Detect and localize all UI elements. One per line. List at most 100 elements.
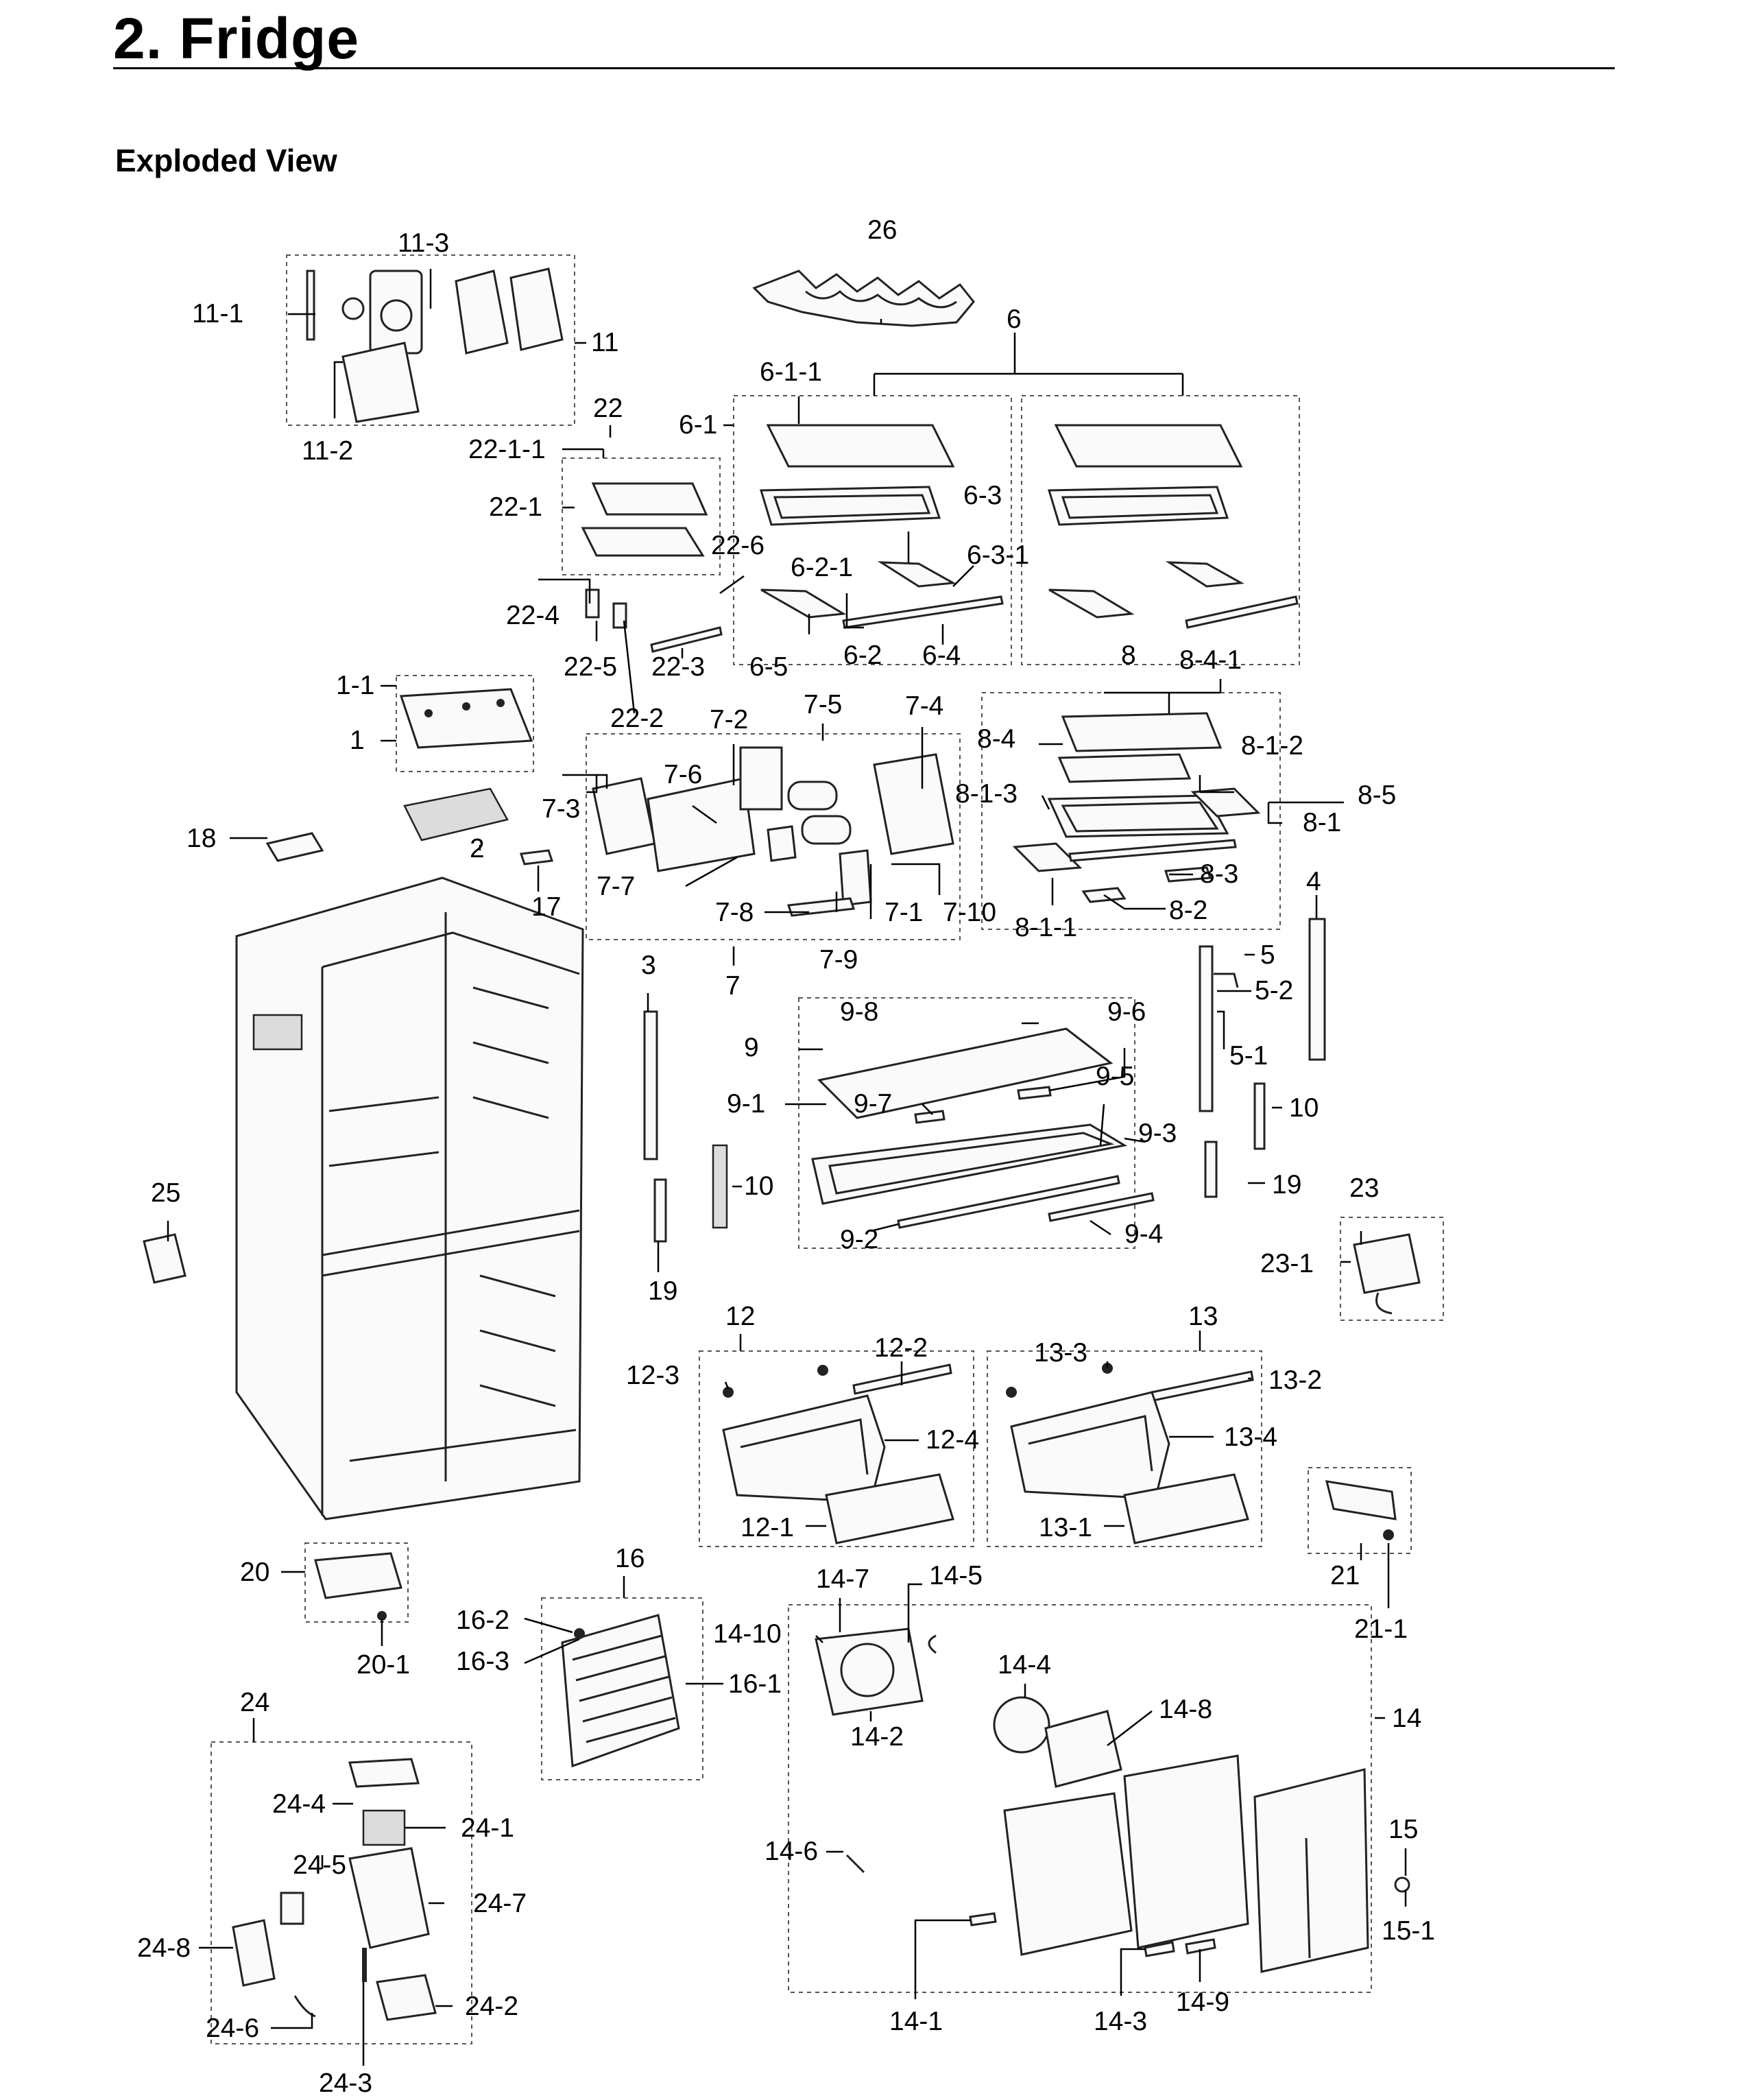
part-1-cover: [399, 688, 533, 749]
label-7-5: 7-5: [804, 690, 842, 719]
label-9: 9: [744, 1033, 759, 1062]
part-2-filter: [403, 787, 509, 842]
label-7-9: 7-9: [819, 945, 858, 975]
label-5: 5: [1260, 940, 1275, 970]
label-14-2: 14-2: [850, 1722, 904, 1752]
label-7-3: 7-3: [542, 794, 580, 824]
label-22-3: 22-3: [651, 652, 705, 682]
label-14-3: 14-3: [1094, 2007, 1147, 2036]
label-8-1-1: 8-1-1: [1015, 913, 1077, 942]
label-6-1-1: 6-1-1: [760, 357, 822, 387]
label-12-1: 12-1: [741, 1513, 794, 1542]
part-4-rail: [1308, 918, 1326, 1061]
label-23: 23: [1349, 1173, 1379, 1203]
label-16-3: 16-3: [456, 1647, 509, 1676]
label-22-5: 22-5: [564, 652, 617, 682]
label-22-2: 22-2: [610, 704, 664, 733]
label-6-5: 6-5: [749, 652, 788, 682]
label-24-7: 24-7: [473, 1889, 527, 1918]
label-7-1: 7-1: [884, 898, 923, 927]
label-24: 24: [240, 1688, 269, 1717]
label-23-1: 23-1: [1260, 1249, 1314, 1278]
part-26-shelf: [752, 270, 975, 327]
label-16-1: 16-1: [728, 1669, 782, 1699]
label-6-2-1: 6-2-1: [791, 553, 853, 582]
label-8-2: 8-2: [1169, 896, 1207, 925]
label-24-8: 24-8: [137, 1933, 191, 1963]
label-24-6: 24-6: [206, 2014, 259, 2043]
label-6: 6: [1007, 305, 1022, 334]
label-8-4: 8-4: [977, 724, 1015, 754]
label-24-3: 24-3: [319, 2068, 372, 2098]
label-14-8: 14-8: [1159, 1695, 1212, 1724]
label-9-6: 9-6: [1107, 997, 1146, 1027]
label-14-1: 14-1: [889, 2007, 943, 2036]
label-5-1: 5-1: [1229, 1041, 1268, 1071]
label-22-1: 22-1: [489, 492, 542, 522]
label-7-4: 7-4: [905, 691, 943, 721]
part-21-bracket: [1325, 1480, 1397, 1540]
label-4: 4: [1306, 867, 1321, 896]
parts: [143, 267, 1421, 2021]
part-23-damper: [1353, 1233, 1421, 1315]
part-13-drawer: [1006, 1363, 1254, 1544]
label-3: 3: [641, 951, 656, 980]
label-21: 21: [1330, 1561, 1360, 1590]
label-22-1-1: 22-1-1: [468, 435, 546, 464]
label-6-3: 6-3: [963, 481, 1002, 510]
label-14-9: 14-9: [1176, 1988, 1229, 2017]
label-7-6: 7-6: [664, 760, 702, 789]
box-21: [1308, 1467, 1412, 1554]
label-14-5: 14-5: [929, 1561, 983, 1590]
part-16-evaporator: [561, 1614, 680, 1768]
label-7-10: 7-10: [943, 898, 996, 927]
label-11-1: 11-1: [192, 299, 243, 329]
label-7: 7: [725, 971, 741, 1001]
label-11-2: 11-2: [302, 436, 353, 466]
box-16: [541, 1597, 703, 1780]
label-6-2: 6-2: [843, 641, 882, 670]
label-20: 20: [240, 1558, 269, 1587]
label-14-10: 14-10: [713, 1619, 782, 1649]
label-6-3-1: 6-3-1: [967, 540, 1029, 570]
label-1: 1: [350, 726, 365, 755]
part-19-rails: [653, 1141, 1218, 1243]
part-7-control: [592, 746, 954, 917]
label-9-2: 9-2: [840, 1225, 878, 1254]
label-2: 2: [470, 834, 485, 863]
box-6-right: [1021, 395, 1300, 665]
box-11: [286, 254, 575, 426]
part-6-right-shelf: [1047, 424, 1299, 629]
part-9-shelf: [811, 1027, 1155, 1229]
label-9-8: 9-8: [840, 997, 878, 1027]
label-13-1: 13-1: [1039, 1513, 1092, 1542]
label-18: 18: [186, 824, 216, 853]
label-24-4: 24-4: [272, 1789, 326, 1819]
box-14: [788, 1604, 1372, 1993]
label-12-3: 12-3: [626, 1361, 679, 1390]
part-10-rails: [712, 1082, 1266, 1229]
label-7-7: 7-7: [597, 872, 635, 901]
part-17-clip: [519, 849, 554, 866]
section-title: Exploded View: [115, 143, 337, 178]
label-8-4-1: 8-4-1: [1179, 645, 1242, 675]
part-8-shelf: [1012, 712, 1261, 903]
label-22-4: 22-4: [506, 601, 559, 630]
label-20-1: 20-1: [357, 1650, 410, 1680]
label-1-1: 1-1: [336, 671, 374, 700]
label-9-7: 9-7: [854, 1089, 892, 1119]
label-8-1-3: 8-1-3: [955, 779, 1018, 809]
label-9-5: 9-5: [1096, 1062, 1134, 1091]
label-12-2: 12-2: [874, 1333, 928, 1363]
label-15: 15: [1388, 1815, 1418, 1844]
label-16-2: 16-2: [456, 1606, 509, 1635]
label-26: 26: [867, 215, 897, 245]
label-15-1: 15-1: [1382, 1916, 1435, 1946]
leader-lines: [167, 269, 1407, 2066]
part-18-bracket: [265, 832, 324, 862]
group-boxes: [210, 254, 1444, 2044]
part-22-shelf: [581, 482, 723, 653]
box-9: [798, 997, 1135, 1249]
label-24-5: 24-5: [293, 1850, 346, 1880]
